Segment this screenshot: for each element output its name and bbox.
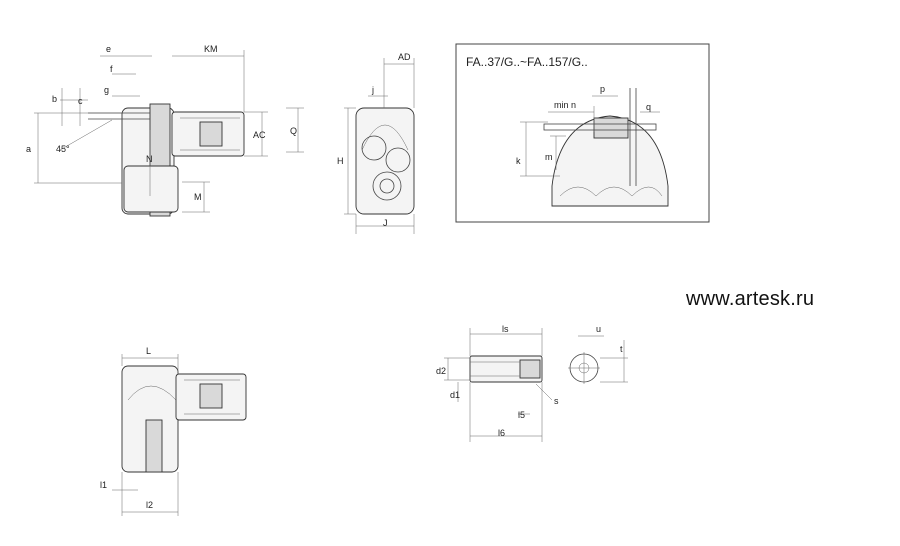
dim-n: N	[146, 154, 153, 164]
inset-title: FA..37/G..~FA..157/G..	[466, 55, 588, 69]
inset-dim-min-n: min n	[554, 100, 576, 110]
dim-e: e	[106, 44, 111, 54]
inset-border	[455, 43, 710, 223]
inset-dim-m: m	[545, 152, 553, 162]
dim-g: g	[104, 85, 109, 95]
end-view-gear-upper	[361, 135, 387, 161]
dim-ac: AC	[253, 130, 266, 140]
dim-km: KM	[204, 44, 218, 54]
top-view-terminal-box	[199, 383, 223, 409]
inset-housing-outline	[551, 115, 669, 207]
end-view-output-bore	[372, 171, 402, 201]
end-view-housing	[355, 107, 415, 215]
shaft-dim-ls: ls	[502, 324, 509, 334]
shaft-dim-d2: d2	[436, 366, 446, 376]
dim-l2: l2	[146, 500, 153, 510]
shaft-dim-d1: d1	[450, 390, 460, 400]
dim-j: j	[371, 85, 374, 95]
end-view: AD j H J	[337, 52, 415, 234]
gearbox-base	[123, 165, 179, 213]
shaft-dim-u: u	[596, 324, 601, 334]
shaft-dim-t: t	[620, 344, 623, 354]
dim-l1: l1	[100, 480, 107, 490]
side-view: e KM f g b c a 45° AC Q N M	[26, 44, 304, 217]
shaft-dim-s: s	[554, 396, 559, 406]
dim-c: c	[78, 96, 83, 106]
motor-terminal-box	[199, 121, 223, 147]
watermark-url: www.artesk.ru	[686, 288, 815, 310]
dim-b: b	[52, 94, 57, 104]
inset-bolt	[543, 123, 657, 131]
dim-j-cap: J	[383, 218, 388, 228]
inset-frame: FA..37/G..~FA..157/G.. min n p q k m	[455, 43, 710, 223]
dim-ad: AD	[398, 52, 411, 62]
end-view-gear-lower	[385, 147, 411, 173]
dim-h: H	[337, 156, 344, 166]
top-view: L l1 l2	[100, 346, 247, 516]
inset-dim-k: k	[516, 156, 521, 166]
shaft-dim-l6: l6	[498, 428, 505, 438]
dim-l: L	[146, 346, 151, 356]
inset-fixing-plate	[593, 117, 629, 139]
dim-f: f	[110, 64, 113, 74]
dim-m: M	[194, 192, 202, 202]
inset-dim-q: q	[646, 102, 651, 112]
shaft-detail: ls d2 d1 l5 l6 s u t	[436, 324, 628, 442]
dim-q: Q	[290, 126, 297, 136]
inset-dim-p: p	[600, 84, 605, 94]
shaft-dim-l5: l5	[518, 410, 525, 420]
dim-angle: 45°	[56, 144, 70, 154]
dim-a: a	[26, 144, 31, 154]
